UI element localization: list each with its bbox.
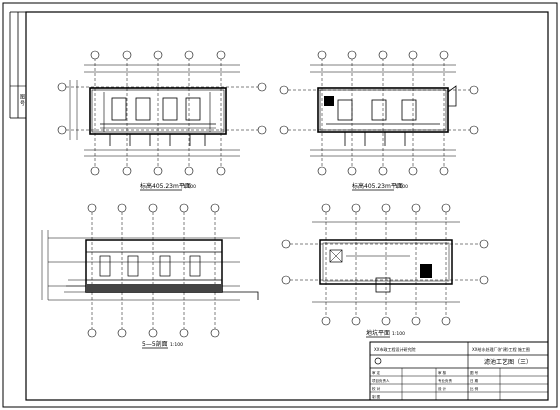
tb-label: 项目负责人 bbox=[372, 378, 390, 383]
drawing-title: 滤池工艺图（三） bbox=[484, 358, 532, 366]
tb-label: 专业负责 bbox=[438, 378, 452, 383]
view-caption: 标高405.23m平面 bbox=[352, 182, 403, 190]
tb-label: 日 期 bbox=[470, 378, 479, 383]
tb-label: 审 定 bbox=[372, 370, 381, 375]
view-caption: 5—5剖面 bbox=[142, 340, 168, 348]
binding-strip: 图 号 bbox=[9, 11, 26, 119]
tb-label: 审 核 bbox=[438, 370, 447, 375]
section-lower-left: 5—5剖面 1:100 bbox=[41, 203, 259, 349]
tb-label: 校 对 bbox=[372, 386, 381, 391]
company-logo-icon bbox=[374, 357, 382, 365]
view-caption: 标高405.23m平面 bbox=[140, 182, 191, 190]
tb-label: 比 例 bbox=[470, 386, 479, 391]
view-scale: 1:100 bbox=[170, 342, 183, 348]
view-scale: 1:100 bbox=[392, 331, 405, 337]
title-block: XX给水处理厂(扩建)工程 施工图 XX市政工程设计研究院 滤池工艺图（三） 审… bbox=[369, 341, 549, 401]
plan-upper-left: 标高405.23m平面 1:100 bbox=[57, 50, 267, 191]
tb-label: 图 号 bbox=[470, 370, 479, 375]
plan-upper-right: 标高405.23m平面 1:100 bbox=[279, 50, 479, 191]
inner-border bbox=[25, 11, 549, 401]
project-name: XX给水处理厂(扩建)工程 施工图 bbox=[472, 346, 530, 352]
view-scale: 1:100 bbox=[395, 184, 408, 190]
side-strip-label: 图 号 bbox=[19, 94, 25, 107]
plan-lower-right: 地坑平面 1:100 bbox=[281, 203, 489, 338]
view-caption: 地坑平面 bbox=[366, 329, 390, 337]
tb-label: 制 图 bbox=[372, 394, 381, 399]
view-scale: 1:100 bbox=[183, 184, 196, 190]
tb-label: 设 计 bbox=[438, 386, 447, 391]
company-name: XX市政工程设计研究院 bbox=[374, 346, 415, 352]
